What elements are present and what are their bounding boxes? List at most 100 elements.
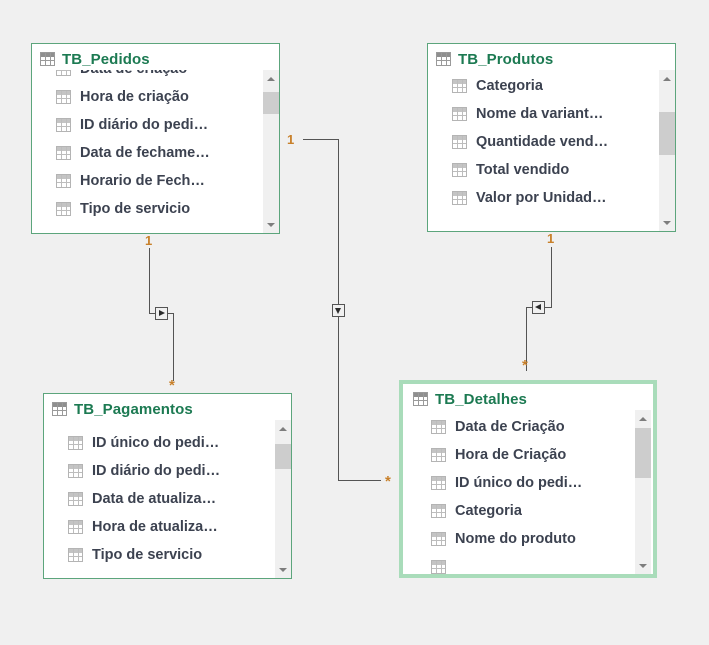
chevron-down-icon: [267, 222, 275, 227]
field-label: Data de atualiza…: [92, 491, 217, 507]
column-icon: [56, 90, 71, 104]
field-label: Tipo de servicio: [92, 547, 203, 563]
field-row[interactable]: Total vendido: [428, 156, 658, 184]
column-icon: [68, 520, 83, 534]
scrollbar-thumb[interactable]: [275, 444, 291, 469]
table-header-tb-produtos[interactable]: TB_Produtos: [428, 44, 675, 70]
table-header-tb-pedidos[interactable]: TB_Pedidos: [32, 44, 279, 70]
field-row[interactable]: Horario de Fech…: [32, 167, 262, 195]
field-label: Hora de Criação: [455, 447, 567, 463]
column-icon: [431, 420, 446, 434]
column-icon: [431, 560, 446, 574]
scrollbar-thumb[interactable]: [659, 112, 675, 155]
scrollbar-tb-pedidos[interactable]: [262, 70, 279, 233]
column-icon: [56, 202, 71, 216]
field-label: ID único do pedi…: [92, 435, 220, 451]
column-icon: [56, 118, 71, 132]
field-row[interactable]: Tipo de servicio: [32, 195, 262, 223]
field-row[interactable]: ID único do pedi…: [407, 469, 636, 497]
scrollbar-tb-pagamentos[interactable]: [274, 420, 291, 578]
column-icon: [56, 70, 71, 76]
table-header-tb-detalhes[interactable]: TB_Detalhes: [403, 384, 653, 410]
field-label: Total vendido: [476, 162, 570, 178]
field-row[interactable]: Hora de Criação: [407, 441, 636, 469]
cardinality-one-pedidos-detalhes: 1: [287, 132, 295, 147]
field-label: Data de criação: [80, 70, 187, 77]
field-label: ID diário do pedi…: [92, 463, 221, 479]
column-icon: [68, 436, 83, 450]
field-list-tb-pedidos[interactable]: Data de criação Hora de criação ID diári…: [32, 70, 279, 233]
field-label: Quantidade vend…: [476, 134, 609, 150]
field-row[interactable]: Nome da variant…: [428, 100, 658, 128]
scrollbar-thumb[interactable]: [635, 428, 651, 478]
field-row[interactable]: ID diário do pedi…: [44, 457, 274, 485]
field-row[interactable]: Data de atualiza…: [44, 485, 274, 513]
column-icon: [452, 79, 467, 93]
field-row[interactable]: ID único do pedi…: [44, 429, 274, 457]
scroll-down-button[interactable]: [659, 214, 675, 231]
field-row[interactable]: Hora de criação: [32, 83, 262, 111]
column-icon: [68, 492, 83, 506]
table-title: TB_Detalhes: [435, 390, 527, 408]
scroll-up-button[interactable]: [275, 420, 291, 437]
scrollbar-thumb[interactable]: [263, 92, 279, 114]
cardinality-one-pedidos-pagamentos: 1: [145, 233, 153, 248]
field-label: Tipo de servicio: [80, 201, 191, 217]
field-label: Categoria: [476, 78, 543, 94]
field-row[interactable]: Valor por Unidad…: [428, 184, 658, 212]
chevron-up-icon: [663, 76, 671, 81]
table-icon: [40, 52, 55, 66]
field-label: Horario de Fech…: [80, 173, 205, 189]
column-icon: [452, 107, 467, 121]
column-icon: [452, 135, 467, 149]
arrow-right-icon: [155, 307, 168, 320]
field-row[interactable]: Data de Criação: [407, 413, 636, 441]
scroll-up-button[interactable]: [659, 70, 675, 87]
field-row[interactable]: Tipo de servicio: [44, 541, 274, 569]
cardinality-many-pedidos-pagamentos: *: [169, 377, 175, 394]
table-card-tb-pedidos[interactable]: TB_Pedidos Data de criação Hora de criaç…: [31, 43, 280, 234]
scrollbar-tb-detalhes[interactable]: [634, 410, 651, 574]
column-icon: [452, 163, 467, 177]
field-list-tb-detalhes[interactable]: Data de Criação Hora de Criação ID único…: [403, 410, 653, 574]
field-row[interactable]: Data de criação: [32, 70, 262, 83]
table-card-tb-produtos[interactable]: TB_Produtos Categoria Nome da variant… Q…: [427, 43, 676, 232]
field-label: Nome da variant…: [476, 106, 604, 122]
chevron-down-icon: [279, 567, 287, 572]
chevron-up-icon: [639, 416, 647, 421]
field-list-tb-pagamentos[interactable]: ID único do pedi… ID diário do pedi… Dat…: [44, 420, 291, 578]
rel-pedidos-detalhes-line-h2: [338, 480, 381, 481]
field-row[interactable]: Hora de atualiza…: [44, 513, 274, 541]
table-card-tb-pagamentos[interactable]: TB_Pagamentos ID único do pedi… ID diári…: [43, 393, 292, 579]
arrow-down-icon: [332, 304, 345, 317]
column-icon: [431, 448, 446, 462]
rel-pedidos-pagamentos-line-v1: [149, 248, 150, 314]
column-icon: [56, 146, 71, 160]
table-card-tb-detalhes[interactable]: TB_Detalhes Data de Criação Hora de Cria…: [399, 380, 657, 578]
field-list-tb-produtos[interactable]: Categoria Nome da variant… Quantidade ve…: [428, 70, 675, 231]
field-row[interactable]: Data de fechame…: [32, 139, 262, 167]
column-icon: [56, 174, 71, 188]
field-row[interactable]: [407, 553, 636, 574]
field-label: Data de fechame…: [80, 145, 210, 161]
scroll-down-button[interactable]: [635, 557, 651, 574]
field-row[interactable]: Categoria: [428, 72, 658, 100]
scroll-down-button[interactable]: [275, 561, 291, 578]
field-row[interactable]: Categoria: [407, 497, 636, 525]
field-row[interactable]: Quantidade vend…: [428, 128, 658, 156]
field-label: Hora de criação: [80, 89, 189, 105]
rel-produtos-detalhes-line-v2: [526, 307, 527, 371]
rel-produtos-detalhes-line-v1: [551, 247, 552, 308]
scroll-down-button[interactable]: [263, 216, 279, 233]
cardinality-one-produtos-detalhes: 1: [547, 231, 555, 246]
scroll-up-button[interactable]: [635, 410, 651, 427]
scroll-up-button[interactable]: [263, 70, 279, 87]
cardinality-many-pedidos-detalhes: *: [385, 473, 391, 490]
field-row[interactable]: ID diário do pedi…: [32, 111, 262, 139]
field-label: Hora de atualiza…: [92, 519, 218, 535]
cardinality-many-produtos-detalhes: *: [522, 357, 528, 374]
scrollbar-tb-produtos[interactable]: [658, 70, 675, 231]
field-row[interactable]: Nome do produto: [407, 525, 636, 553]
table-header-tb-pagamentos[interactable]: TB_Pagamentos: [44, 394, 291, 420]
